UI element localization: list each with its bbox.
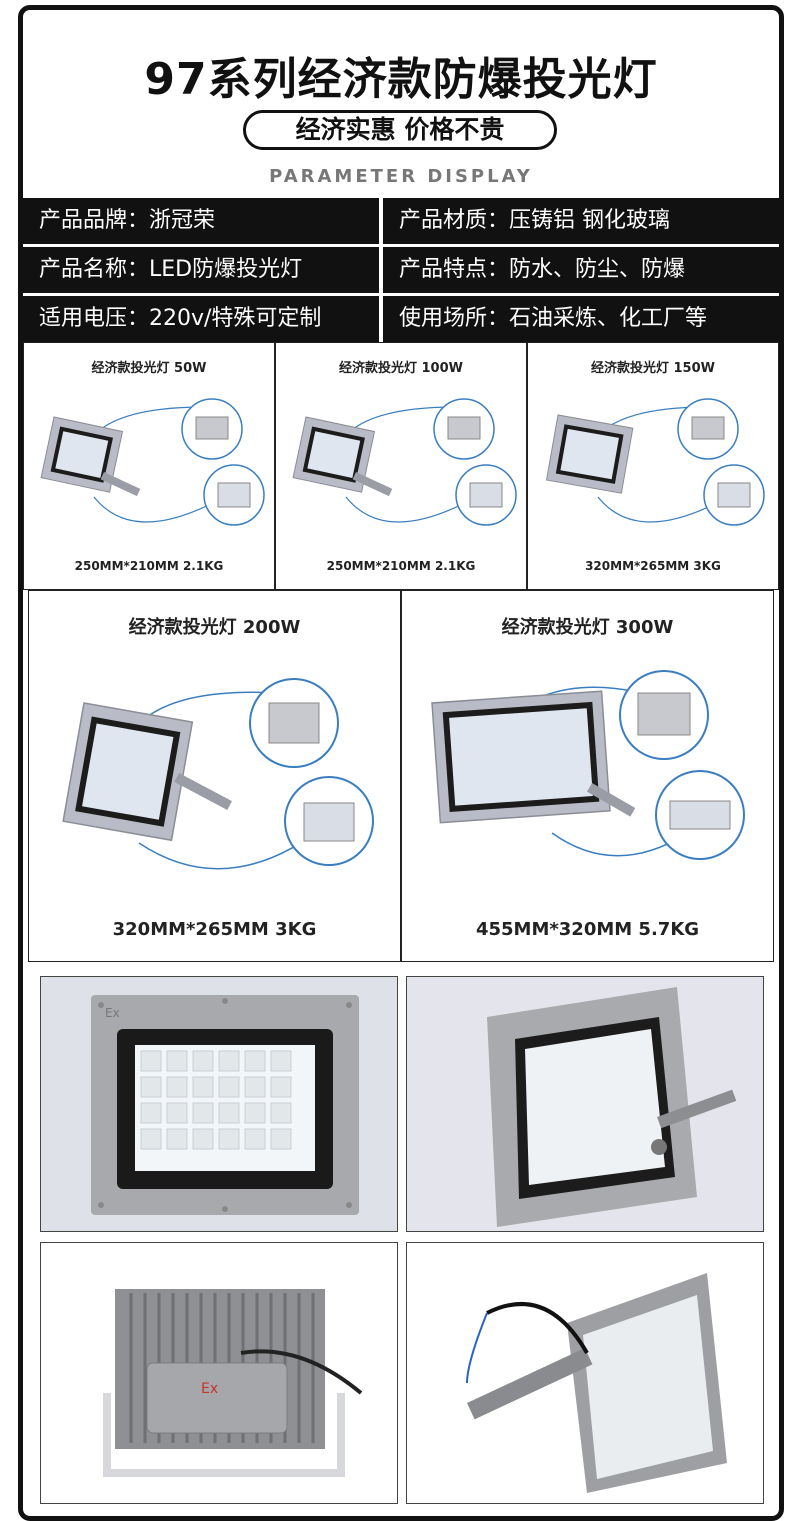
model-title: 经济款投光灯 150W: [590, 361, 715, 376]
spec-table: 产品品牌：浙冠荣 产品材质：压铸铝 钢化玻璃 产品名称：LED防爆投光灯 产品特…: [23, 198, 779, 342]
model-card-150w: 经济款投光灯 150W 320MM*265MM 3KG: [527, 342, 779, 590]
floodlight-illustration: [545, 398, 765, 526]
spec-name: 产品名称：LED防爆投光灯: [23, 247, 379, 293]
spec-row: 产品名称：LED防爆投光灯 产品特点：防水、防尘、防爆: [23, 247, 779, 293]
model-card-200w: 经济款投光灯 200W 320MM*265MM 3KG: [28, 590, 401, 962]
spec-divider: [23, 244, 779, 247]
spec-location: 使用场所：石油采炼、化工厂等: [383, 296, 779, 342]
model-title: 经济款投光灯 100W: [338, 361, 463, 376]
slogan-badge: 经济实惠 价格不贵: [243, 110, 557, 150]
model-spec: 320MM*265MM 3KG: [585, 559, 721, 573]
page-frame: 97系列经济款防爆投光灯 经济实惠 价格不贵 PARAMETER DISPLAY…: [18, 5, 784, 1521]
product-photo-front: Ex: [40, 976, 398, 1232]
model-card-100w: 经济款投光灯 100W 250MM*210MM 2.1KG: [275, 342, 527, 590]
page-title: 97系列经济款防爆投光灯: [144, 54, 658, 105]
floodlight-illustration: [40, 398, 265, 526]
spec-features: 产品特点：防水、防尘、防爆: [383, 247, 779, 293]
product-photo-back: Ex: [40, 1242, 398, 1504]
model-spec: 250MM*210MM 2.1KG: [74, 559, 224, 573]
model-spec: 320MM*265MM 3KG: [112, 919, 317, 940]
floodlight-illustration: [62, 678, 374, 870]
spec-voltage: 适用电压：220v/特殊可定制: [23, 296, 379, 342]
spec-row: 适用电压：220v/特殊可定制 使用场所：石油采炼、化工厂等: [23, 296, 779, 342]
spec-divider: [23, 293, 779, 296]
model-title: 经济款投光灯 200W: [128, 617, 301, 638]
parameter-display-heading: PARAMETER DISPLAY: [269, 166, 533, 187]
floodlight-illustration: [431, 670, 745, 860]
model-spec: 455MM*320MM 5.7KG: [475, 919, 700, 940]
spec-brand: 产品品牌：浙冠荣: [23, 198, 379, 244]
model-title: 经济款投光灯 50W: [91, 361, 207, 376]
ex-mark: Ex: [201, 1381, 218, 1397]
spec-row: 产品品牌：浙冠荣 产品材质：压铸铝 钢化玻璃: [23, 198, 779, 244]
model-card-300w: 经济款投光灯 300W 455MM*320MM 5.7KG: [401, 590, 774, 962]
product-photo-angle: [406, 976, 764, 1232]
model-title: 经济款投光灯 300W: [501, 617, 674, 638]
model-spec: 250MM*210MM 2.1KG: [326, 559, 476, 573]
floodlight-illustration: [292, 398, 517, 526]
product-photo-side: [406, 1242, 764, 1504]
model-card-50w: 经济款投光灯 50W 250MM*210MM 2.1KG: [23, 342, 275, 590]
spec-column-divider: [379, 198, 383, 342]
ex-mark: Ex: [105, 1006, 120, 1020]
spec-material: 产品材质：压铸铝 钢化玻璃: [383, 198, 779, 244]
